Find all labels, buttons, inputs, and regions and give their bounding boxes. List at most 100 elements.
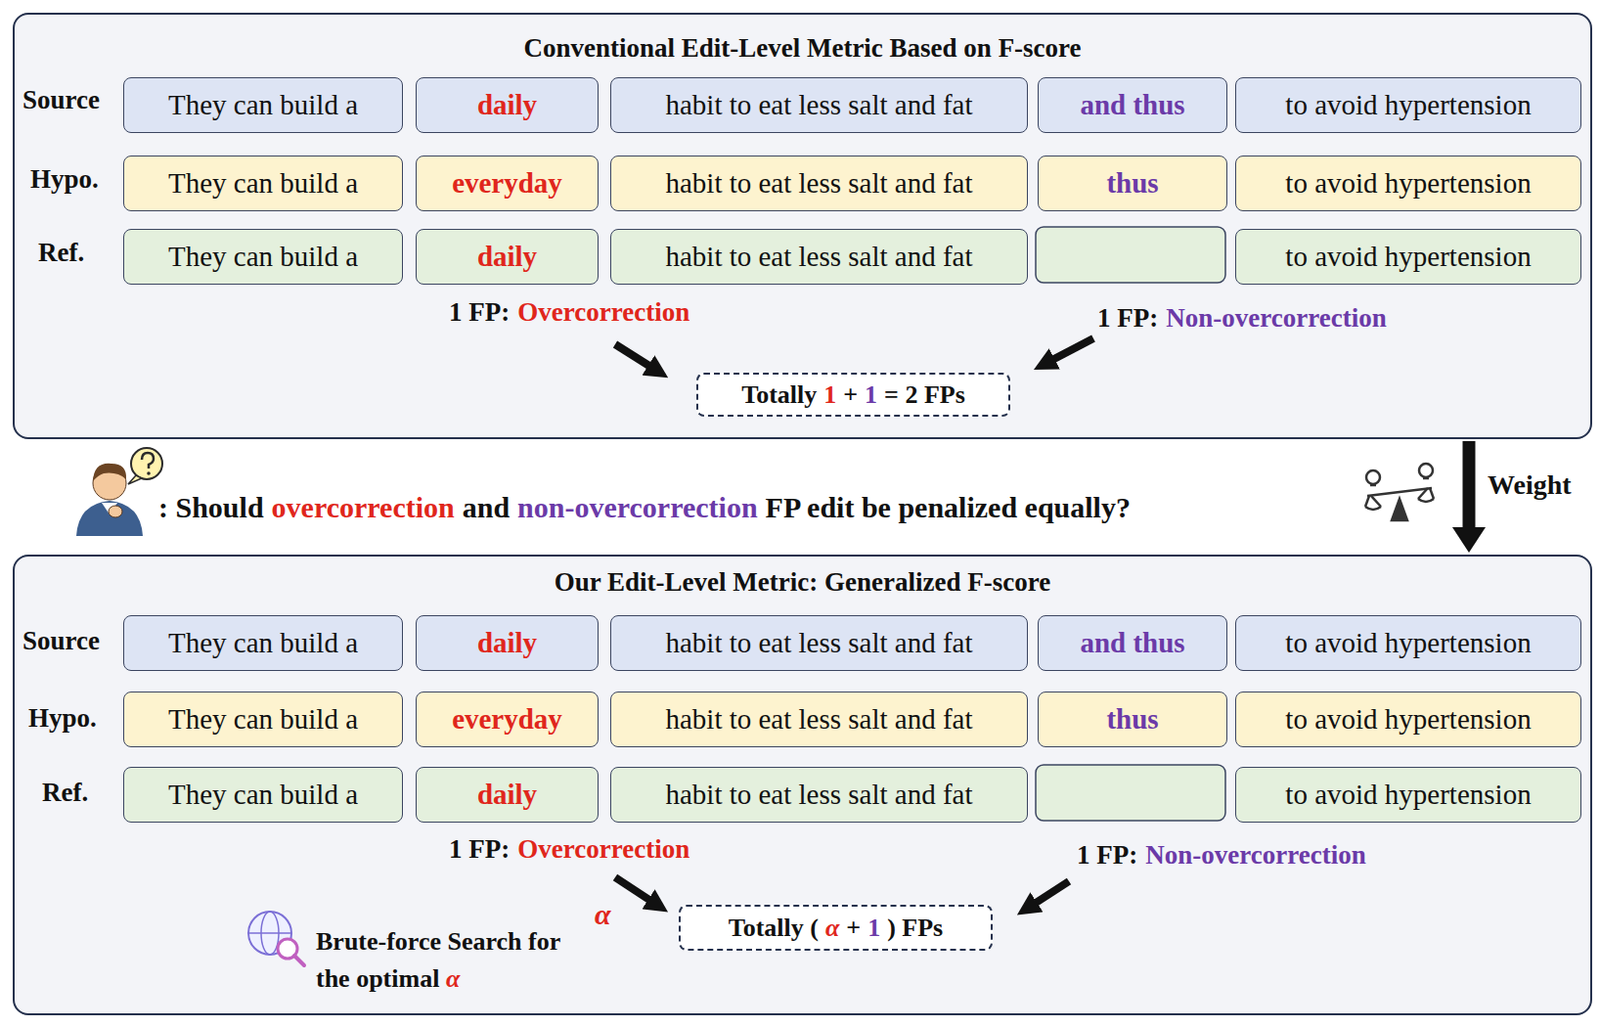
hypothesis-box: They can build a xyxy=(123,691,403,748)
token-text: habit to eat less salt and fat xyxy=(665,626,973,660)
token-text: to avoid hypertension xyxy=(1285,167,1531,200)
token-text: to avoid hypertension xyxy=(1285,778,1531,811)
token-text: thus xyxy=(1106,167,1158,200)
token-text: to avoid hypertension xyxy=(1285,626,1531,660)
person-icon xyxy=(76,500,143,536)
token-text: They can build a xyxy=(168,88,358,122)
token-text: to avoid hypertension xyxy=(1285,240,1531,273)
hypothesis-box: They can build a xyxy=(123,155,403,212)
token-text: daily xyxy=(477,88,537,122)
hypothesis-box: to avoid hypertension xyxy=(1235,691,1582,748)
balance-icon xyxy=(1365,506,1381,510)
fp-count: 1 FP: xyxy=(1076,840,1138,871)
balance-icon xyxy=(1370,484,1377,488)
person-icon xyxy=(141,452,154,469)
search-icon xyxy=(248,932,292,934)
row-label: Ref. xyxy=(38,237,85,268)
arrow-head xyxy=(1452,527,1486,553)
source-box: They can build a xyxy=(123,615,403,671)
total-text: + xyxy=(843,380,858,410)
row-label: Ref. xyxy=(42,777,89,808)
balance-icon xyxy=(1418,498,1434,502)
token-text: habit to eat less salt and fat xyxy=(665,240,973,273)
token-text: They can build a xyxy=(168,703,358,736)
hypothesis-box: habit to eat less salt and fat xyxy=(610,155,1028,212)
question-text: FP edit be penalized equally? xyxy=(765,490,1131,526)
reference-box: daily xyxy=(415,228,599,285)
balance-icon xyxy=(1391,498,1408,521)
source-box: daily xyxy=(415,615,599,671)
panel-title: Our Edit-Level Metric: Generalized F-sco… xyxy=(14,567,1591,598)
reference-box: They can build a xyxy=(123,228,403,285)
hypothesis-box: everyday xyxy=(415,691,599,748)
total-text: + xyxy=(845,913,861,943)
question-text: non-overcorrection xyxy=(517,490,758,526)
token-text: They can build a xyxy=(168,626,358,660)
balance-icon xyxy=(1366,470,1380,485)
metric-panel: Our Edit-Level Metric: Generalized F-sco… xyxy=(12,554,1593,1016)
fp-arrow xyxy=(615,877,653,902)
panel-ground xyxy=(12,12,1593,1016)
person-icon xyxy=(92,463,127,482)
total-text: = 2 FPs xyxy=(884,380,966,410)
token-text: habit to eat less salt and fat xyxy=(665,778,973,811)
token-text: daily xyxy=(477,778,537,811)
balance-icon xyxy=(1365,495,1370,507)
fp-type: Overcorrection xyxy=(517,834,690,865)
reference-box: daily xyxy=(415,766,599,823)
balance-icon xyxy=(1371,495,1381,507)
total-text: Totally ( xyxy=(728,913,819,943)
search-icon xyxy=(248,911,305,966)
panel-title: Conventional Edit-Level Metric Based on … xyxy=(14,33,1591,64)
balance-icon xyxy=(1422,477,1429,481)
source-box: habit to eat less salt and fat xyxy=(610,77,1028,134)
question-text: overcorrection xyxy=(271,490,455,526)
fp-type: Overcorrection xyxy=(517,297,690,328)
total-text: ) FPs xyxy=(887,913,943,943)
row-label: Hypo. xyxy=(28,703,97,734)
fp-count: 1 FP: xyxy=(448,834,510,865)
token-text: habit to eat less salt and fat xyxy=(665,88,973,122)
total-box: Totally (α+1) FPs xyxy=(678,904,993,951)
empty-box xyxy=(1035,764,1226,821)
token-text: everyday xyxy=(451,703,563,736)
hypothesis-box: thus xyxy=(1037,691,1228,748)
source-box: habit to eat less salt and fat xyxy=(610,615,1028,671)
empty-box xyxy=(1035,226,1226,283)
total-text: Totally xyxy=(741,380,817,410)
token-text: daily xyxy=(477,626,537,660)
total-text: 1 xyxy=(864,380,878,410)
token-text: habit to eat less salt and fat xyxy=(665,167,973,200)
token-text: daily xyxy=(477,240,537,273)
reference-box: to avoid hypertension xyxy=(1235,228,1582,285)
token-text: They can build a xyxy=(168,240,358,273)
balance-icon xyxy=(1365,463,1434,521)
person-icon xyxy=(146,471,151,476)
source-box: daily xyxy=(415,77,599,134)
search-icon xyxy=(294,955,305,966)
token-text: They can build a xyxy=(168,778,358,811)
person-icon xyxy=(128,475,142,485)
question-text: : Should xyxy=(158,490,265,526)
row-label: Source xyxy=(22,625,100,657)
hypothesis-box: thus xyxy=(1037,155,1228,212)
token-text: to avoid hypertension xyxy=(1285,703,1531,736)
panel-ground xyxy=(12,554,1593,1016)
question-text: and xyxy=(462,490,510,526)
token-text: and thus xyxy=(1079,88,1185,122)
row-label: Hypo. xyxy=(30,164,99,195)
source-box: to avoid hypertension xyxy=(1235,77,1582,134)
metric-panel: Conventional Edit-Level Metric Based on … xyxy=(12,12,1593,440)
reference-box: They can build a xyxy=(123,766,403,823)
token-text: habit to eat less salt and fat xyxy=(665,703,973,736)
person-icon xyxy=(108,505,123,518)
row-label: Source xyxy=(22,85,100,116)
edge-label: Weight xyxy=(1487,469,1572,501)
search-note: Brute-force Search for the optimal xyxy=(315,927,561,993)
fp-count: 1 FP: xyxy=(448,297,510,328)
token-text: thus xyxy=(1106,703,1158,736)
arrow-shaft xyxy=(1463,441,1476,532)
total-box: Totally1+1= 2 FPs xyxy=(696,372,1011,417)
reference-box: to avoid hypertension xyxy=(1235,766,1582,823)
hypothesis-box: to avoid hypertension xyxy=(1235,155,1582,212)
